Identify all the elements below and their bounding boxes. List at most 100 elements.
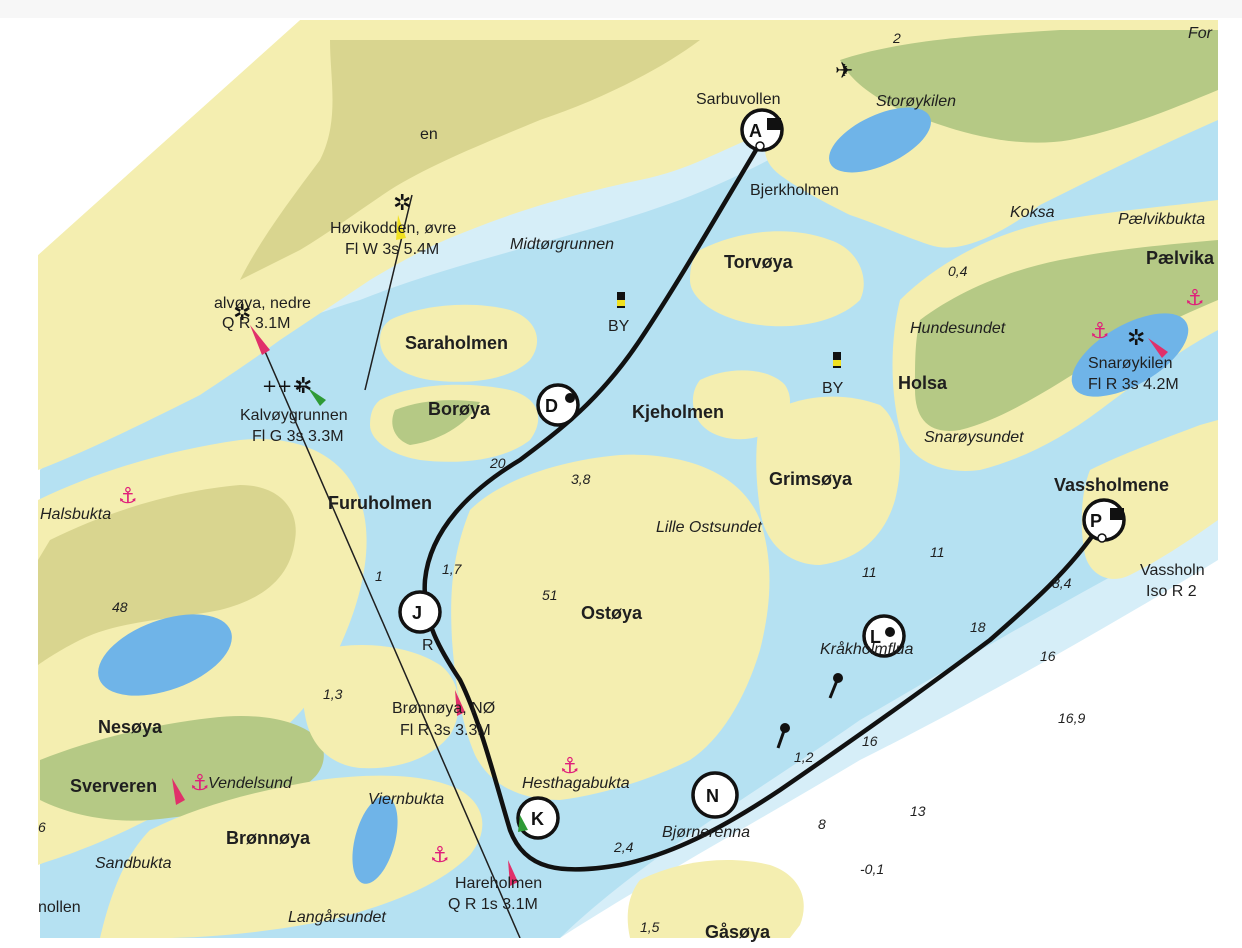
green-light-icon bbox=[308, 388, 326, 406]
svg-text:⚓: ⚓ bbox=[430, 843, 450, 868]
light-char-hareholmen: Q R 1s 3.1M bbox=[448, 896, 538, 913]
red-light-icon bbox=[172, 778, 185, 805]
depth-sounding: 3,8 bbox=[571, 471, 591, 487]
red-light-icon bbox=[250, 325, 270, 355]
depth-sounding: 11 bbox=[930, 544, 945, 560]
label-holsa: Holsa bbox=[898, 373, 948, 393]
buoy-icon bbox=[1097, 533, 1107, 543]
label-torvoya: Torvøya bbox=[724, 252, 794, 272]
lake-viernbukta bbox=[352, 796, 398, 884]
anchor-icon: ⚓ bbox=[1185, 286, 1205, 311]
depth-sounding: 1 bbox=[375, 568, 383, 584]
green-light-icon bbox=[518, 815, 528, 832]
red-light-icon bbox=[508, 860, 518, 886]
header-band bbox=[0, 0, 1242, 18]
svg-text:L: L bbox=[870, 627, 881, 647]
svg-text:P: P bbox=[1090, 511, 1102, 531]
depth-sounding: 2 bbox=[892, 30, 901, 46]
beacon-icon bbox=[776, 723, 790, 749]
lake-snaroykilen bbox=[1071, 313, 1189, 397]
svg-text:D: D bbox=[545, 396, 558, 416]
label-snaroysundet: Snarøysundet bbox=[924, 429, 1024, 446]
waypoint-p[interactable]: P bbox=[1082, 498, 1126, 543]
vegetation-north bbox=[240, 40, 700, 280]
anchor-icon: ⚓ bbox=[1090, 319, 1110, 344]
land-ostoya bbox=[451, 454, 770, 800]
yellow-light-icon bbox=[396, 215, 406, 240]
vegetation-west bbox=[38, 485, 296, 665]
anchor-icon: ⚓ bbox=[560, 754, 580, 779]
label-koksa: Koksa bbox=[1010, 204, 1055, 221]
light-star-icon: ✲ bbox=[294, 374, 312, 399]
svg-text:J: J bbox=[412, 603, 422, 623]
buoy-icon bbox=[755, 141, 765, 151]
light-char-kalvoygrunnen: Fl G 3s 3.3M bbox=[252, 428, 344, 445]
lake-storoykilen bbox=[829, 107, 931, 173]
depth-sounding: 16,9 bbox=[1058, 710, 1085, 726]
lake-nesoya bbox=[98, 614, 232, 696]
anchor-icon: ⚓ bbox=[190, 771, 210, 796]
svg-text:K: K bbox=[531, 809, 544, 829]
depth-sounding: 1,2 bbox=[794, 749, 814, 765]
buoy-label-by: BY bbox=[822, 380, 844, 397]
light-name-bronnoya-ne: Brønnøya, NØ bbox=[392, 700, 495, 717]
light-star-icon: ✲ bbox=[1127, 326, 1145, 351]
waypoint-l[interactable]: L bbox=[862, 614, 906, 658]
land-saraholmen bbox=[380, 304, 538, 382]
svg-text:⚓: ⚓ bbox=[1090, 319, 1110, 344]
vegetation-east bbox=[915, 240, 1218, 431]
waypoint-n[interactable]: N bbox=[691, 771, 739, 819]
light-char-vassholmene: Iso R 2 bbox=[1146, 583, 1197, 600]
label-lille-ostsundet: Lille Ostsundet bbox=[656, 519, 762, 536]
land-gasoya bbox=[627, 860, 804, 938]
depth-sounding: 18 bbox=[970, 619, 986, 635]
waypoint-d[interactable]: D bbox=[536, 383, 580, 427]
depth-sounding: 13 bbox=[910, 803, 926, 819]
label-gasoya: Gåsøya bbox=[705, 922, 771, 942]
label-ostoya: Ostøya bbox=[581, 603, 643, 623]
light-name-kalvoya: alvøya, nedre bbox=[214, 295, 311, 312]
label-paelvikbukta: Pælvikbukta bbox=[1118, 211, 1205, 228]
depth-sounding: 11 bbox=[862, 564, 877, 580]
svg-text:N: N bbox=[706, 786, 719, 806]
depth-sounding: 6 bbox=[38, 819, 46, 835]
vegetation-north-2 bbox=[840, 30, 1218, 143]
land-kjeholmen bbox=[692, 370, 790, 440]
land-vassholmene bbox=[1081, 420, 1218, 579]
vegetation-boroya bbox=[392, 400, 480, 445]
light-char-hovikodden: Fl W 3s 5.4M bbox=[345, 241, 439, 258]
label-halsbukta: Halsbukta bbox=[40, 506, 111, 523]
label-sandbukta: Sandbukta bbox=[95, 855, 172, 872]
wreck-icon: +++ bbox=[262, 376, 307, 397]
depth-sounding: -0,1 bbox=[860, 861, 884, 877]
waypoint-j[interactable]: J bbox=[398, 590, 442, 634]
light-name-hareholmen: Hareholmen bbox=[455, 875, 542, 892]
buoy-icon bbox=[833, 352, 841, 368]
flag-icon bbox=[767, 118, 781, 130]
waypoint-a[interactable]: A bbox=[740, 108, 784, 152]
label-boroya: Borøya bbox=[428, 399, 491, 419]
depth-sounding: 16 bbox=[862, 733, 878, 749]
svg-text:✲: ✲ bbox=[393, 191, 411, 216]
land-bronnoya-north bbox=[303, 645, 459, 769]
label-furuholmen: Furuholmen bbox=[328, 493, 432, 513]
red-light-icon bbox=[1148, 338, 1168, 358]
light-star-icon: ✲ bbox=[233, 301, 251, 326]
depth-sounding: 8 bbox=[818, 816, 826, 832]
leading-line-1 bbox=[259, 339, 521, 938]
label-vassholmene: Vassholmene bbox=[1054, 475, 1169, 495]
svg-text:⚓: ⚓ bbox=[560, 754, 580, 779]
land-grimsoya bbox=[756, 396, 900, 565]
label-bronnoya: Brønnøya bbox=[226, 828, 311, 848]
route-line bbox=[422, 137, 1103, 872]
depth-sounding: 51 bbox=[542, 587, 558, 603]
light-char-snaroykilen: Fl R 3s 4.2M bbox=[1088, 376, 1179, 393]
label-bjerkholmen: Bjerkholmen bbox=[750, 182, 839, 199]
leading-line-2 bbox=[364, 194, 413, 391]
svg-text:+++: +++ bbox=[262, 376, 307, 397]
beacon-icon bbox=[565, 393, 575, 403]
waypoint-k[interactable]: K bbox=[516, 796, 560, 840]
light-star-icon: ✲ bbox=[393, 191, 411, 216]
label-saraholmen: Saraholmen bbox=[405, 333, 508, 353]
label-langarsundet: Langårsundet bbox=[288, 908, 386, 926]
